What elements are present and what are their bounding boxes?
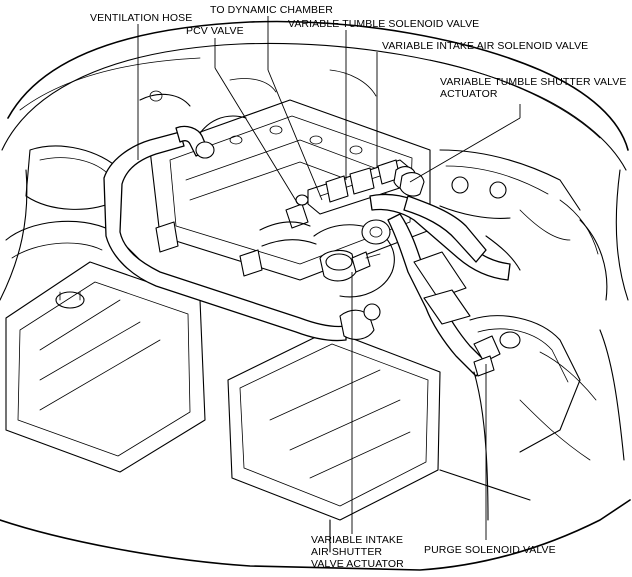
label-to-dynamic-chamber: TO DYNAMIC CHAMBER — [210, 4, 333, 16]
solenoid-cluster — [259, 159, 417, 247]
leader-tumble-actuator-b — [409, 117, 521, 183]
label-ventilation-hose: VENTILATION HOSE — [90, 12, 193, 24]
upper-right-details — [439, 149, 581, 241]
label-line: VARIABLE TUMBLE SHUTTER VALVE — [440, 76, 627, 88]
label-line: AIR SHUTTER — [311, 546, 383, 558]
body-outline — [0, 20, 631, 571]
left-air-box — [5, 145, 206, 473]
label-line: VALVE ACTUATOR — [311, 558, 404, 570]
label-line: ACTUATOR — [440, 88, 498, 100]
label-variable-tumble-solenoid-valve: VARIABLE TUMBLE SOLENOID VALVE — [288, 18, 480, 30]
leader-pcv-valve-b — [214, 67, 299, 205]
label-variable-tumble-shutter-valve-actuator: VARIABLE TUMBLE SHUTTER VALVE ACTUATOR — [440, 76, 627, 100]
ventilation-hose — [103, 125, 381, 342]
label-variable-intake-air-shutter-valve-actuator: VARIABLE INTAKE AIR SHUTTER VALVE ACTUAT… — [311, 534, 404, 570]
tumble-actuator — [399, 172, 521, 271]
intake-hoses — [369, 193, 511, 521]
label-line: VARIABLE INTAKE — [311, 534, 404, 546]
label-pcv-valve: PCV VALVE — [186, 25, 244, 37]
label-variable-intake-air-solenoid-valve: VARIABLE INTAKE AIR SOLENOID VALVE — [382, 40, 589, 52]
intake-air-shutter-actuator — [313, 219, 395, 298]
leader-dynamic-chamber-b — [267, 69, 323, 201]
leader-lines — [137, 16, 521, 540]
right-fender — [469, 199, 608, 461]
label-purge-solenoid-valve: PURGE SOLENOID VALVE — [424, 544, 556, 556]
